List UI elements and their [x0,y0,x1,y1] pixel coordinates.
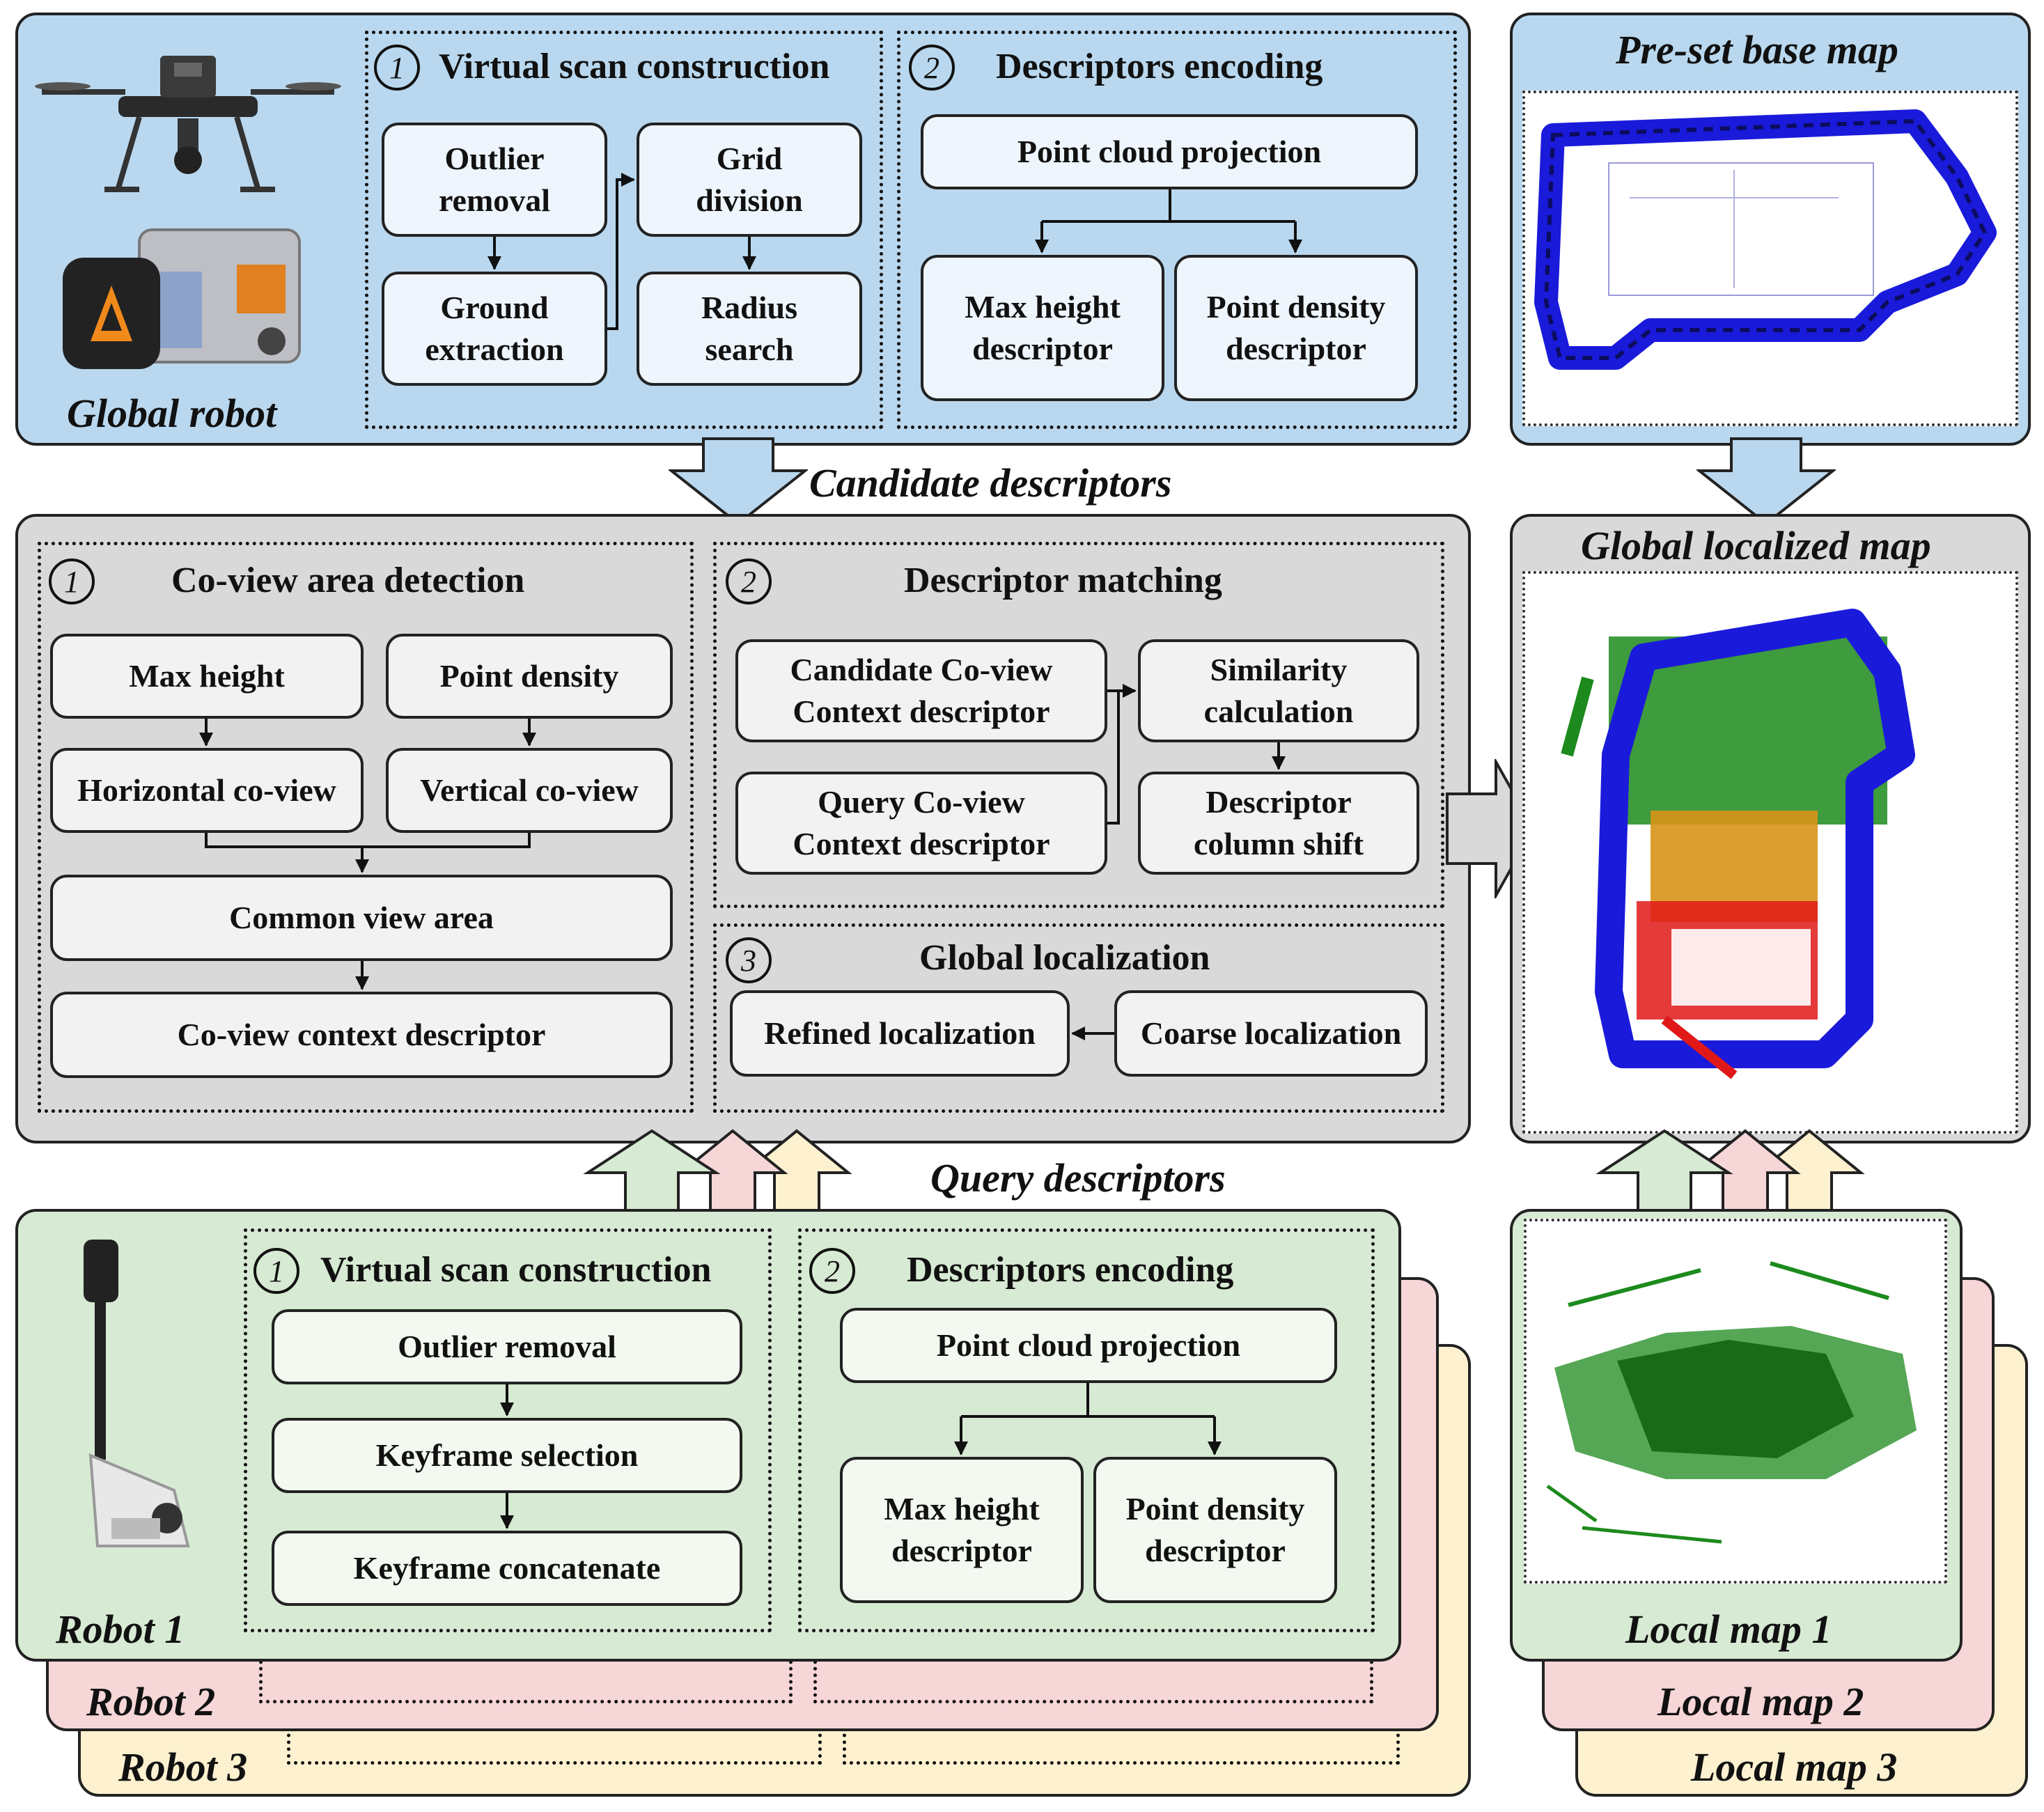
top-virtual-scan-section [365,31,883,429]
section-number-badge: 1 [374,45,420,91]
point-density-descriptor-box: Point density descriptor [1093,1457,1337,1603]
global-map-title: Global localized map [1581,523,1931,568]
section-number-badge: 1 [253,1248,299,1294]
query-descriptors-label: Query descriptors [930,1155,1226,1201]
section-number-badge: 2 [909,45,955,91]
point-cloud-projection-box: Point cloud projection [921,114,1418,189]
candidate-descriptors-label: Candidate descriptors [809,460,1172,506]
section-number-badge: 3 [726,937,772,983]
section-number-badge: 2 [809,1248,855,1294]
local-to-global-arrows [1596,1129,1865,1224]
candidate-context-descriptor-box: Candidate Co-view Context descriptor [735,639,1107,742]
section-title: Global localization [919,938,1210,978]
lidar-scanner-icon [63,228,301,369]
section-title: Co-view area detection [171,561,525,600]
robot-3-section-1 [287,1706,822,1765]
similarity-calculation-box: Similarity calculation [1138,639,1419,742]
query-context-descriptor-box: Query Co-view Context descriptor [735,772,1107,875]
robot-2-section-2 [813,1641,1373,1703]
radius-search-box: Radius search [637,272,862,386]
max-height-box: Max height [50,634,364,719]
robot-2-label: Robot 2 [86,1679,216,1724]
robot-2-section-1 [259,1641,793,1703]
local-map-1-image [1524,1219,1947,1584]
section-number-badge: 1 [49,559,95,604]
keyframe-concatenate-box: Keyframe concatenate [272,1531,742,1606]
global-robot-label: Global robot [67,391,277,436]
section-title: Descriptor matching [904,561,1222,600]
max-height-descriptor-box: Max height descriptor [921,255,1164,401]
local-map-1-label: Local map 1 [1625,1607,1832,1652]
vertical-co-view-box: Vertical co-view [386,748,673,833]
refined-localization-box: Refined localization [730,990,1070,1077]
global-localization-section [713,923,1444,1113]
base-map-title: Pre-set base map [1616,27,1898,72]
co-view-context-descriptor-box: Co-view context descriptor [50,992,673,1078]
section-title: Descriptors encoding [907,1250,1234,1290]
base-map-image [1522,91,2018,426]
max-height-descriptor-box: Max height descriptor [840,1457,1084,1603]
robot-1-label: Robot 1 [56,1607,185,1652]
point-cloud-projection-box: Point cloud projection [840,1308,1337,1383]
keyframe-selection-box: Keyframe selection [272,1418,742,1493]
section-number-badge: 2 [726,559,772,604]
top-descriptors-encoding-section [897,31,1457,429]
section-title: Virtual scan construction [439,47,830,86]
ground-extraction-box: Ground extraction [382,272,607,386]
local-map-3-label: Local map 3 [1691,1744,1898,1790]
outlier-removal-box: Outlier removal [382,123,607,237]
candidate-descriptors-arrow [669,437,808,526]
outlier-removal-box: Outlier removal [272,1309,742,1384]
descriptor-column-shift-box: Descriptor column shift [1138,772,1419,875]
global-map-image [1522,571,2018,1134]
co-view-area-detection-section [38,542,694,1113]
robot-3-section-2 [843,1706,1400,1765]
section-title: Descriptors encoding [996,47,1323,86]
coarse-localization-box: Coarse localization [1114,990,1428,1077]
base-to-global-arrow [1696,437,1836,526]
descriptor-matching-section [713,542,1444,908]
horizontal-co-view-box: Horizontal co-view [50,748,364,833]
robot-3-label: Robot 3 [118,1744,248,1790]
point-density-descriptor-box: Point density descriptor [1174,255,1418,401]
common-view-area-box: Common view area [50,875,673,961]
local-map-2-label: Local map 2 [1657,1679,1864,1724]
bottom-virtual-scan-section [244,1228,772,1632]
point-density-box: Point density [386,634,673,719]
drone-icon [35,56,341,192]
handheld-scanner-icon [84,1240,190,1547]
bottom-descriptors-encoding-section [798,1228,1375,1632]
grid-division-box: Grid division [637,123,862,237]
section-title: Virtual scan construction [320,1250,712,1290]
